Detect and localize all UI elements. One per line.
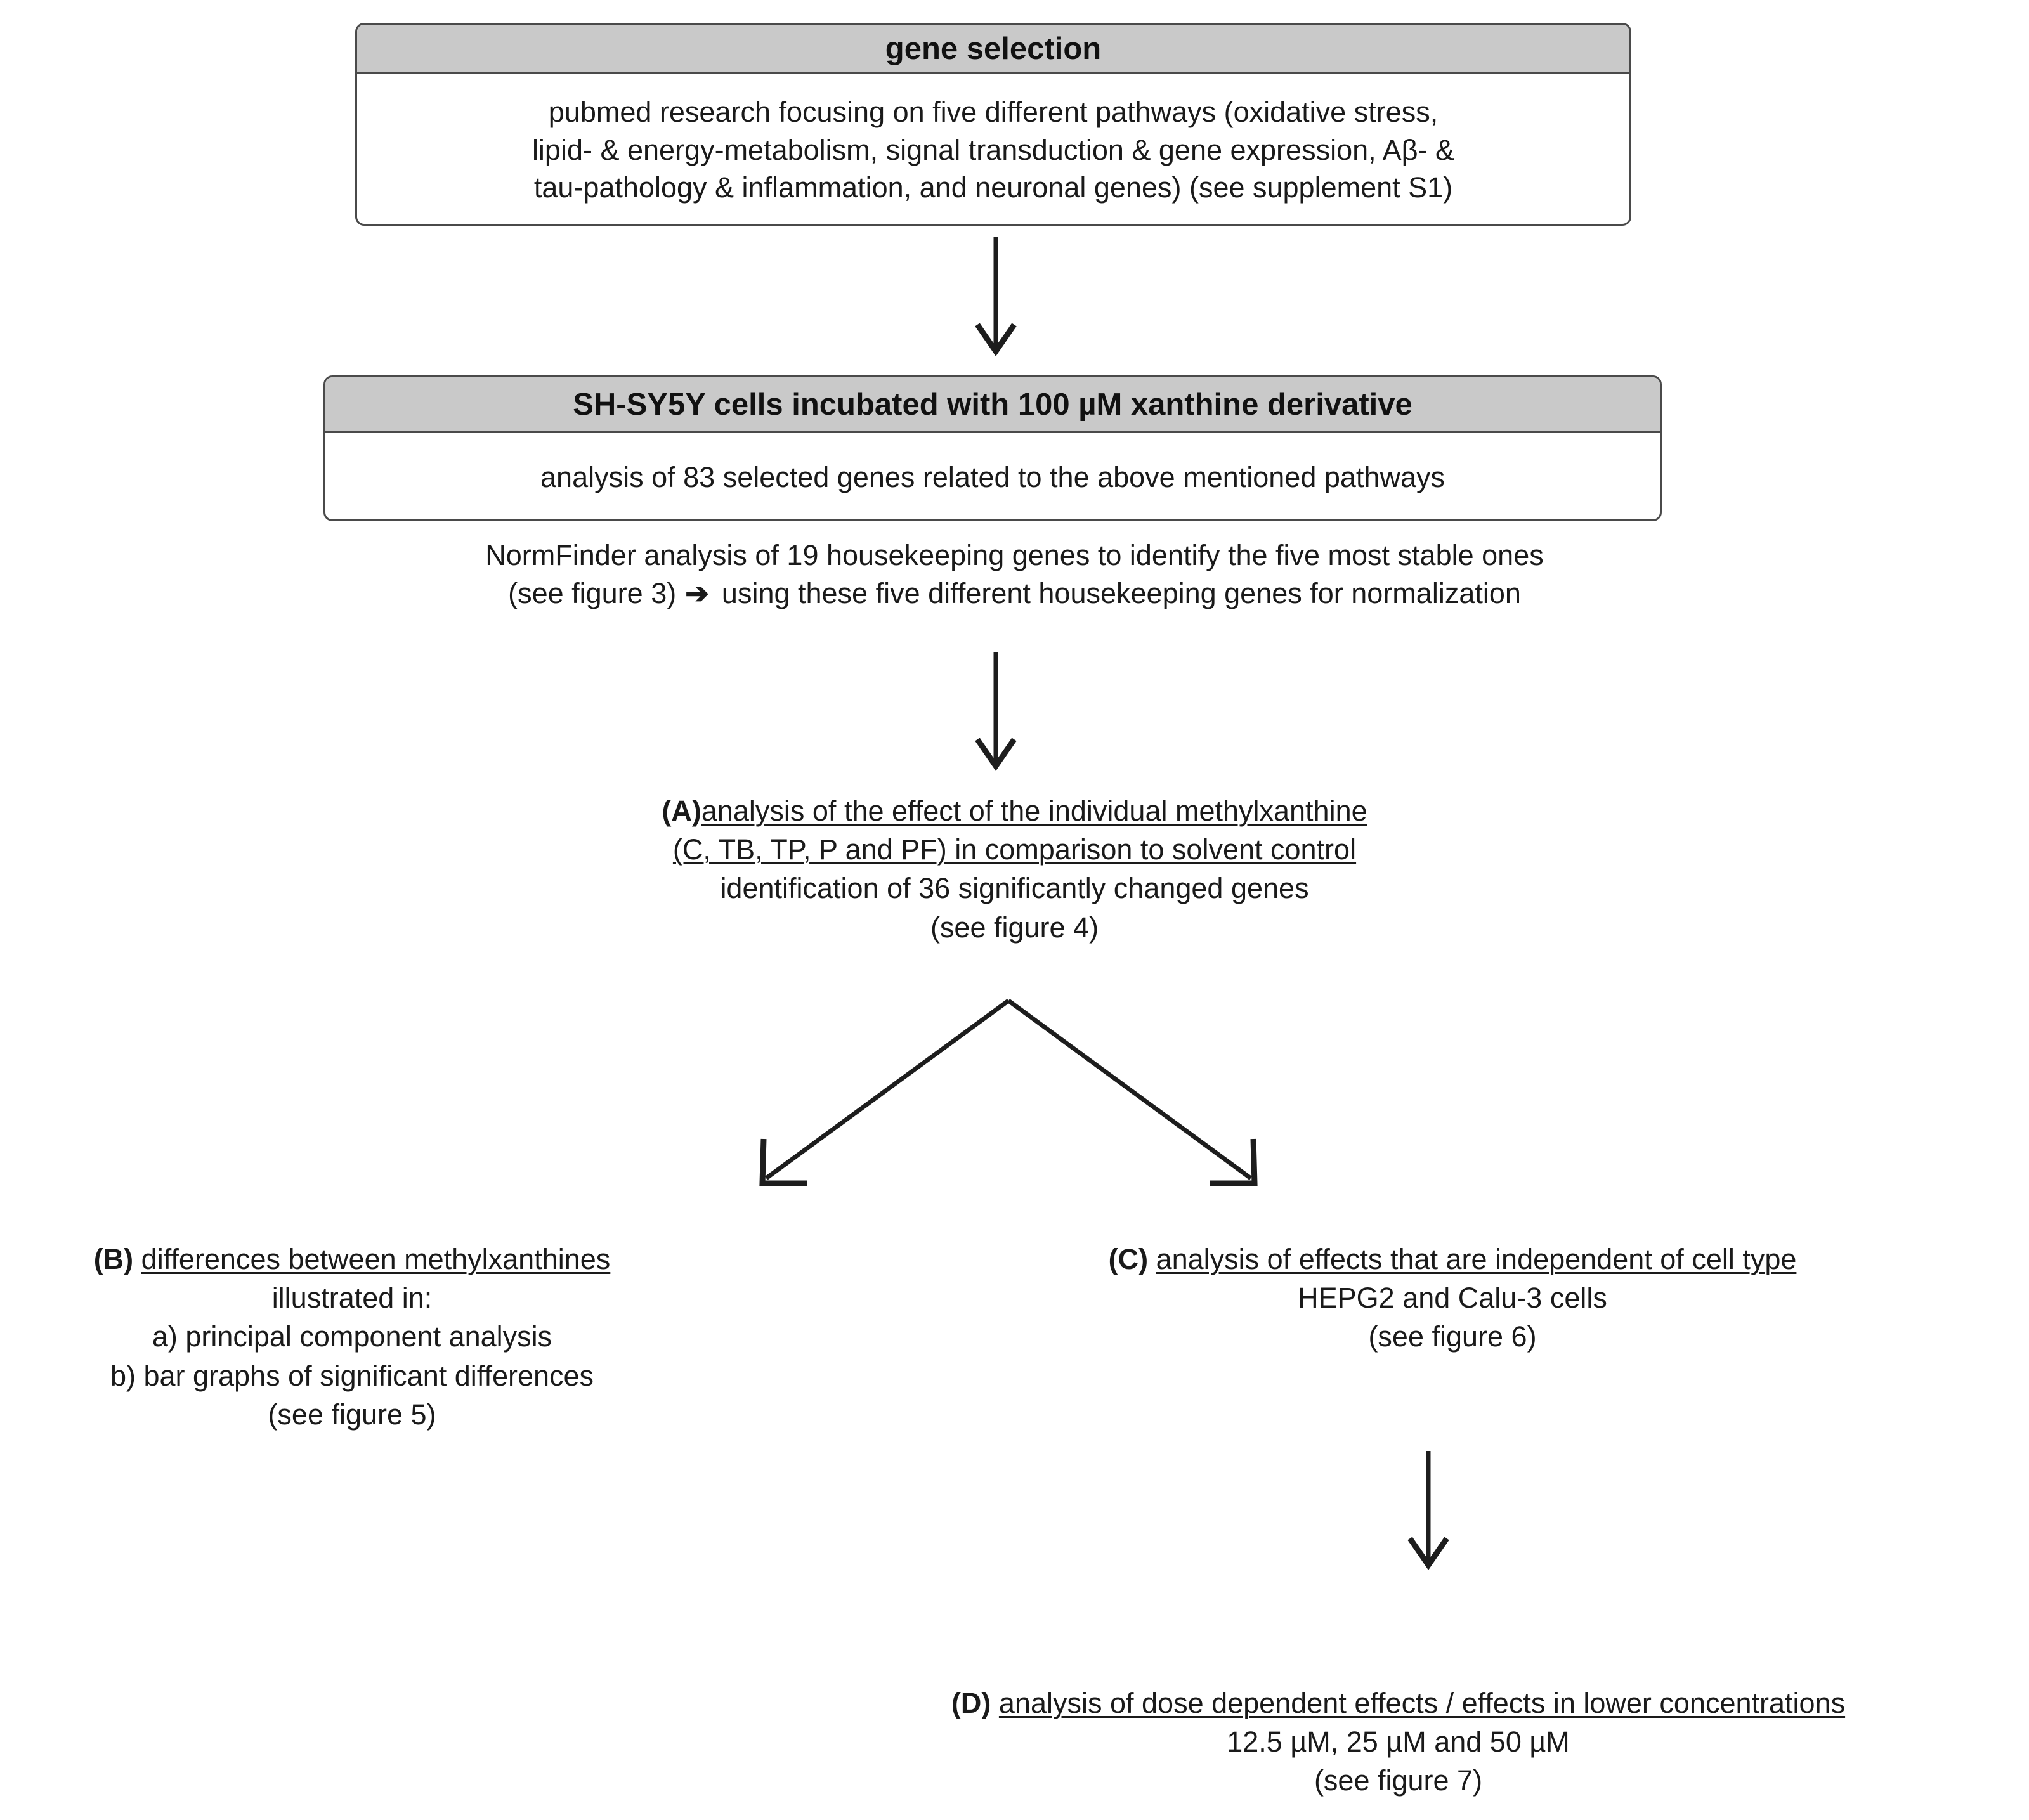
step-d-block: (D) analysis of dose dependent effects /… xyxy=(767,1684,2029,1800)
sh-sy5y-box: SH-SY5Y cells incubated with 100 µM xant… xyxy=(323,375,1662,521)
step-a-line-1-text: analysis of the effect of the individual… xyxy=(701,795,1367,827)
normfinder-note: NormFinder analysis of 19 housekeeping g… xyxy=(0,536,2029,613)
step-d-line-2: 12.5 µM, 25 µM and 50 µM xyxy=(1227,1726,1570,1758)
step-c-label: (C) xyxy=(1108,1243,1149,1275)
arrow-normfinder-to-step-a xyxy=(975,652,1017,771)
step-b-line-1: (B) differences between methylxanthines xyxy=(0,1240,704,1278)
arrow-gene-selection-to-cells xyxy=(975,237,1017,356)
step-a-line-2: (C, TB, TP, P and PF) in comparison to s… xyxy=(672,833,1357,866)
gene-selection-body-line-3: tau-pathology & inflammation, and neuron… xyxy=(533,171,1453,204)
gene-selection-body: pubmed research focusing on five differe… xyxy=(357,74,1629,224)
step-b-line-4: b) bar graphs of significant differences xyxy=(110,1359,594,1392)
normfinder-line-1: NormFinder analysis of 19 housekeeping g… xyxy=(485,539,1544,571)
step-c-line-3: (see figure 6) xyxy=(1368,1320,1537,1353)
step-a-line-4: (see figure 4) xyxy=(930,911,1099,944)
step-a-label: (A) xyxy=(662,795,701,827)
sh-sy5y-header-label: SH-SY5Y cells incubated with 100 µM xant… xyxy=(573,387,1412,422)
step-b-line-3: a) principal component analysis xyxy=(152,1320,552,1353)
step-b-line-1-text: differences between methylxanthines xyxy=(141,1243,611,1275)
gene-selection-box: gene selection pubmed research focusing … xyxy=(355,23,1631,226)
step-a-line-1: (A)analysis of the effect of the individ… xyxy=(0,791,2029,830)
normfinder-arrow-glyph: ➔ xyxy=(685,577,709,610)
normfinder-line-2: (see figure 3)➔ using these five differen… xyxy=(0,575,2029,613)
normfinder-line-2-tail: using these five different housekeeping … xyxy=(721,577,1521,610)
step-d-line-1: (D) analysis of dose dependent effects /… xyxy=(767,1684,2029,1722)
step-d-line-1-text: analysis of dose dependent effects / eff… xyxy=(998,1687,1846,1719)
step-b-label: (B) xyxy=(93,1243,134,1275)
step-a-block: (A)analysis of the effect of the individ… xyxy=(0,791,2029,947)
gene-selection-body-line-1: pubmed research focusing on five differe… xyxy=(548,96,1439,129)
sh-sy5y-header: SH-SY5Y cells incubated with 100 µM xant… xyxy=(325,377,1660,433)
normfinder-see-figure-3: (see figure 3) xyxy=(508,577,677,610)
arrow-step-c-to-step-d xyxy=(1407,1451,1449,1570)
step-b-block: (B) differences between methylxanthines … xyxy=(0,1240,704,1434)
gene-selection-header-label: gene selection xyxy=(885,31,1102,66)
step-a-line-3: identification of 36 significantly chang… xyxy=(720,872,1309,905)
sh-sy5y-body: analysis of 83 selected genes related to… xyxy=(325,433,1660,519)
step-c-line-2: HEPG2 and Calu-3 cells xyxy=(1298,1282,1607,1315)
step-d-label: (D) xyxy=(951,1687,991,1719)
step-c-block: (C) analysis of effects that are indepen… xyxy=(964,1240,1941,1356)
gene-selection-header: gene selection xyxy=(357,25,1629,74)
step-c-line-1: (C) analysis of effects that are indepen… xyxy=(964,1240,1941,1278)
step-b-line-5: (see figure 5) xyxy=(268,1398,436,1431)
gene-selection-body-line-2: lipid- & energy-metabolism, signal trans… xyxy=(532,133,1455,166)
step-c-line-1-text: analysis of effects that are independent… xyxy=(1156,1243,1797,1275)
arrow-branch-a-to-b-and-c xyxy=(759,999,1258,1186)
sh-sy5y-body-line-1: analysis of 83 selected genes related to… xyxy=(540,460,1445,493)
step-d-line-3: (see figure 7) xyxy=(1314,1764,1483,1797)
step-b-line-2: illustrated in: xyxy=(271,1282,433,1315)
